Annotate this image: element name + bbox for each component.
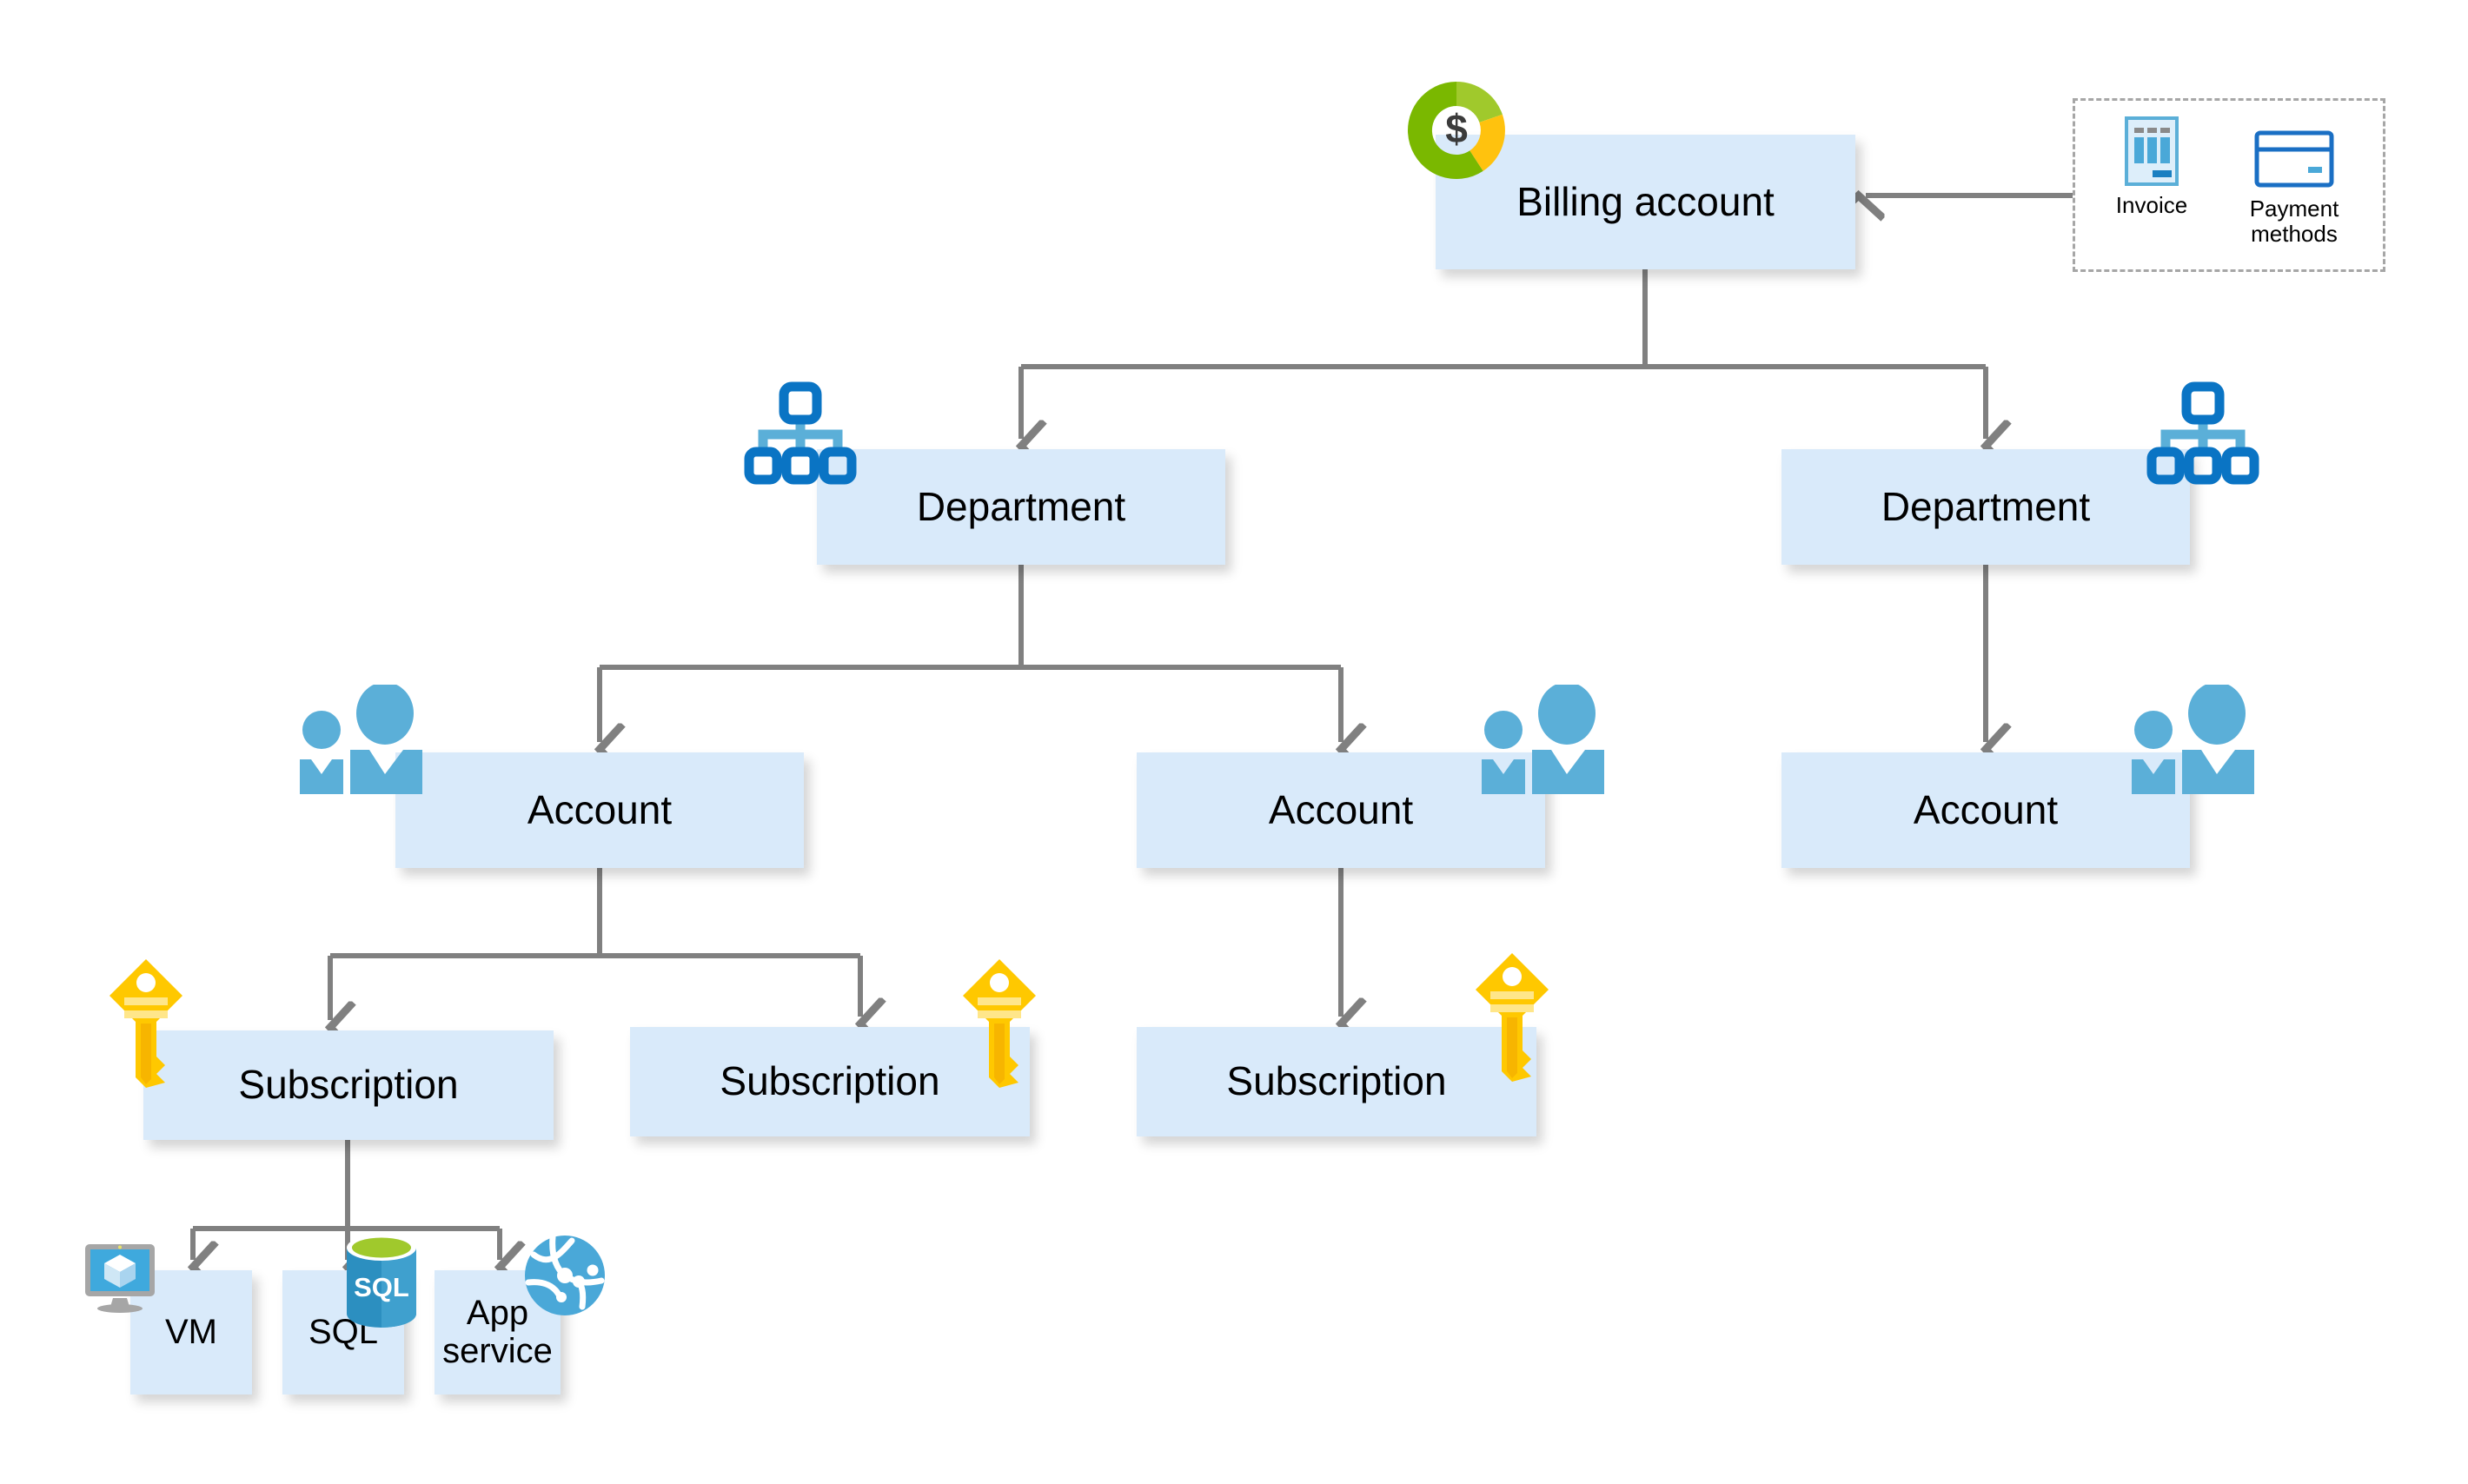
- node-app-service-label: App service: [442, 1294, 553, 1370]
- node-billing-account[interactable]: Billing account: [1436, 135, 1855, 269]
- node-sql[interactable]: SQL: [282, 1270, 404, 1395]
- payment-panel: Invoice Payment methods: [2073, 98, 2385, 272]
- node-account-2[interactable]: Account: [1137, 752, 1545, 868]
- invoice-document-icon: [2125, 116, 2179, 186]
- node-account-3-label: Account: [1913, 786, 2059, 832]
- invoice-item[interactable]: Invoice: [2091, 116, 2213, 218]
- node-department-2-label: Department: [1881, 483, 2091, 529]
- node-app-service[interactable]: App service: [435, 1270, 561, 1395]
- node-subscription-3-label: Subscription: [1226, 1058, 1447, 1104]
- node-account-2-label: Account: [1268, 786, 1414, 832]
- node-subscription-2[interactable]: Subscription: [630, 1027, 1030, 1136]
- node-account-1[interactable]: Account: [395, 752, 804, 868]
- node-subscription-1[interactable]: Subscription: [143, 1030, 554, 1140]
- node-vm[interactable]: VM: [130, 1270, 252, 1395]
- node-vm-label: VM: [165, 1312, 217, 1351]
- node-department-1[interactable]: Department: [817, 449, 1225, 565]
- node-department-2[interactable]: Department: [1781, 449, 2190, 565]
- node-subscription-3[interactable]: Subscription: [1137, 1027, 1536, 1136]
- payment-methods-label-line2: methods: [2251, 221, 2338, 248]
- invoice-label: Invoice: [2115, 192, 2188, 218]
- payment-methods-label-line1: Payment: [2249, 195, 2339, 222]
- credit-card-icon: [2254, 130, 2334, 188]
- node-billing-account-label: Billing account: [1516, 178, 1775, 224]
- node-account-3[interactable]: Account: [1781, 752, 2190, 868]
- node-subscription-1-label: Subscription: [238, 1062, 459, 1108]
- payment-methods-item[interactable]: Payment methods: [2221, 116, 2367, 247]
- node-sql-label: SQL: [308, 1312, 379, 1351]
- node-department-1-label: Department: [916, 483, 1126, 529]
- node-subscription-2-label: Subscription: [720, 1058, 940, 1104]
- node-account-1-label: Account: [527, 786, 673, 832]
